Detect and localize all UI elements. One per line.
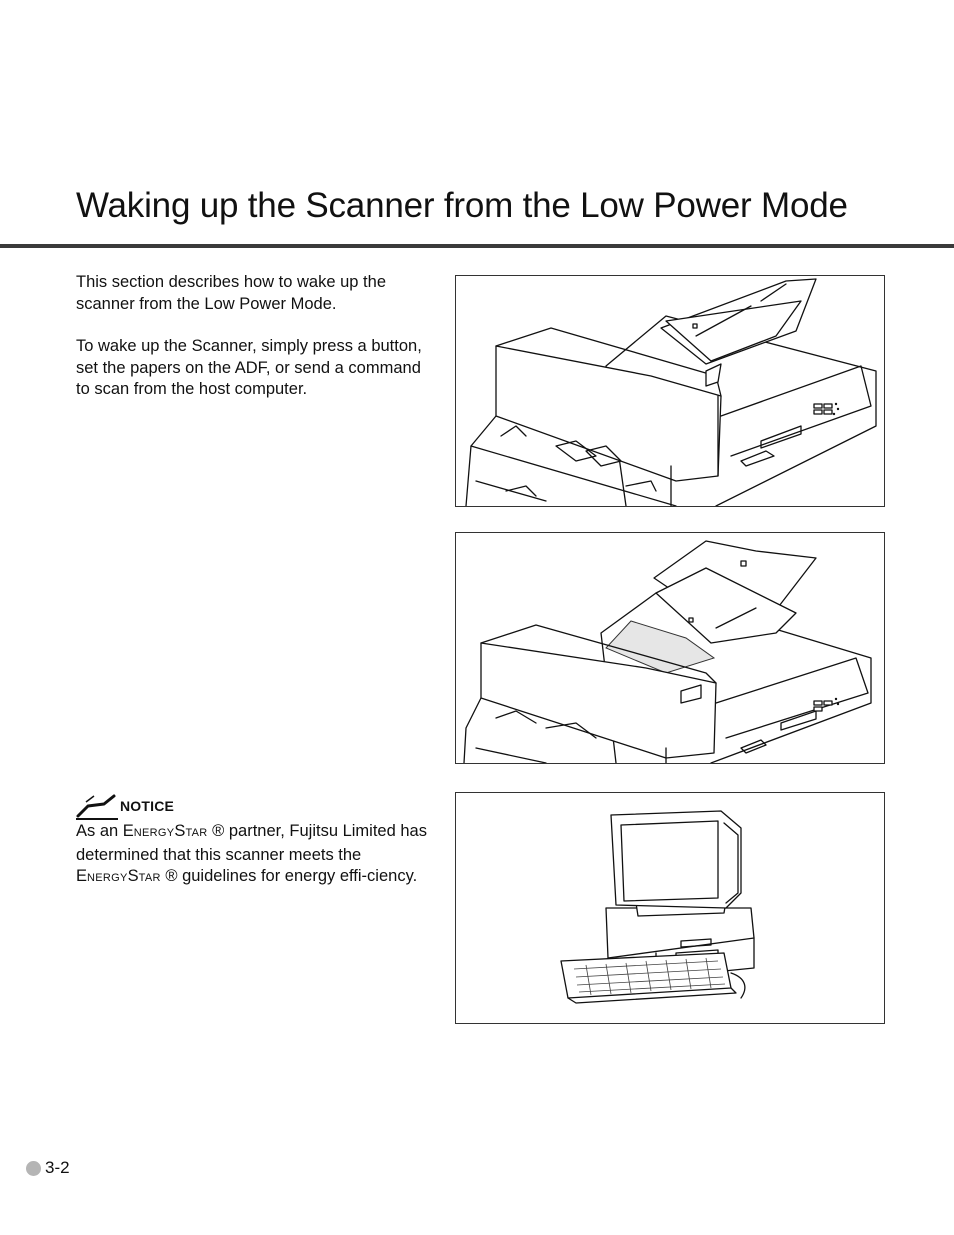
notice-text: As an ENERGYSTAR ® partner, Fujitsu Limi… (76, 821, 438, 890)
energystar-e-2: E (76, 867, 88, 885)
notice-text-part1: As an (76, 822, 123, 840)
energystar-tar-2: TAR (138, 872, 161, 884)
notice-label: NOTICE (120, 798, 175, 814)
pencil-notice-icon (76, 794, 118, 820)
energystar-s-2: S (127, 867, 139, 885)
energystar-nergy: NERGY (133, 827, 175, 839)
intro-paragraph: This section describes how to wake up th… (76, 273, 386, 313)
page-title: Waking up the Scanner from the Low Power… (76, 186, 848, 225)
energystar-e: E (122, 822, 134, 840)
notice-header: NOTICE (74, 792, 274, 822)
notice-text-part2: ® partner, Fujitsu Limited has determine… (76, 822, 427, 864)
scanner-paper-illustration (463, 540, 872, 763)
scanner-illustration (465, 278, 877, 506)
page-number: 3-2 (45, 1158, 70, 1177)
figure-scanner-press-button (455, 275, 885, 507)
computer-illustration (560, 810, 755, 1004)
title-rule (0, 244, 954, 248)
circle-bullet-icon (26, 1161, 41, 1176)
instruction-paragraph: To wake up the Scanner, simply press a b… (76, 337, 422, 398)
energystar-s: S (174, 822, 186, 840)
energystar-nergy-2: NERGY (87, 872, 128, 884)
energystar-tar: TAR (185, 827, 208, 839)
figure-scanner-set-paper (455, 532, 885, 764)
notice-text-part3: ® guidelines for energy effi-ciency. (160, 867, 418, 885)
figure-host-computer (455, 792, 885, 1024)
